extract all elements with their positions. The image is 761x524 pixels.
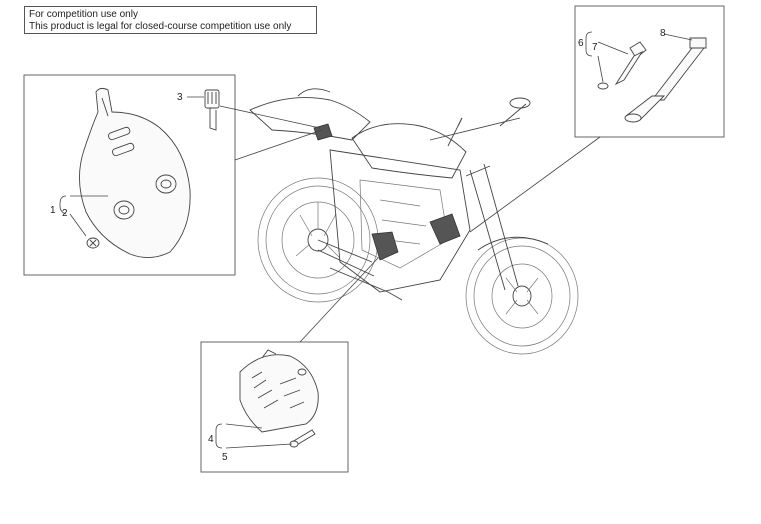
callout-7: 7: [592, 42, 598, 53]
callout-6: 6: [578, 38, 584, 49]
callout-5: 5: [222, 452, 228, 463]
notice-line-1: For competition use only: [29, 9, 138, 20]
callout-1: 1: [50, 205, 56, 216]
callout-4: 4: [208, 434, 214, 445]
box-stand-pins: [469, 5, 725, 233]
box-sprocket-cover: [200, 257, 379, 473]
box-heat-shield: [23, 74, 323, 276]
callout-3: 3: [177, 92, 183, 103]
motorcycle-illustration: [249, 88, 579, 355]
callout-2: 2: [62, 208, 68, 219]
competition-notice: For competition use only This product is…: [24, 6, 317, 34]
notice-line-2: This product is legal for closed-course …: [29, 21, 292, 32]
connector-part: [187, 89, 321, 131]
callout-8: 8: [660, 28, 666, 39]
